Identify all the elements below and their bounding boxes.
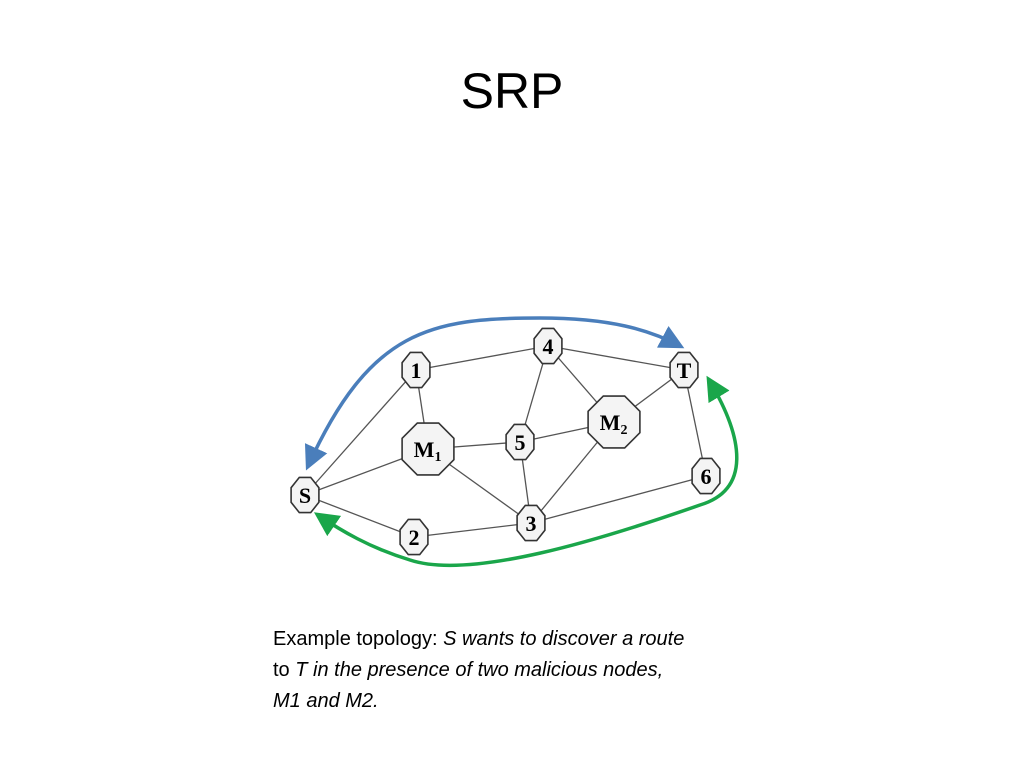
node-label-5: 5 [515, 430, 526, 455]
node-shape-5 [505, 423, 535, 461]
node-shape-3 [516, 504, 546, 542]
node-2: 2 [399, 518, 429, 556]
node-3: 3 [516, 504, 546, 542]
caption-line2: T in the presence of two malicious nodes… [295, 659, 664, 681]
caption: Example topology: S wants to discover a … [273, 624, 773, 717]
edge-4-T [547, 345, 685, 371]
caption-prefix: Example topology: [273, 628, 444, 650]
node-S: S [290, 476, 320, 514]
node-label-3: 3 [526, 511, 537, 536]
node-5: 5 [505, 423, 535, 461]
node-sub-M2: 2 [621, 423, 628, 438]
edge-3-6 [530, 475, 707, 524]
node-shape-T [669, 351, 699, 389]
node-6: 6 [691, 457, 721, 495]
node-label-6: 6 [701, 464, 712, 489]
node-sub-M1: 1 [435, 450, 442, 465]
node-shape-6 [691, 457, 721, 495]
node-label-S: S [299, 483, 311, 508]
node-shape-M1 [401, 422, 455, 476]
node-shape-S [290, 476, 320, 514]
node-label-2: 2 [409, 525, 420, 550]
caption-line2-prefix: to [273, 659, 296, 681]
caption-line3: M1 and M2. [273, 690, 379, 712]
slide-title: SRP [460, 63, 564, 119]
node-label-M2: M [600, 410, 621, 435]
node-1: 1 [401, 351, 431, 389]
node-T: T [669, 351, 699, 389]
edge-1-4 [415, 345, 549, 371]
edge-S-1 [304, 369, 417, 496]
node-label-M1: M [414, 437, 435, 462]
node-shape-M2 [587, 395, 641, 449]
node-label-T: T [677, 358, 692, 383]
edge-2-3 [413, 522, 532, 538]
node-label-4: 4 [543, 334, 554, 359]
node-shape-4 [533, 327, 563, 365]
node-4: 4 [533, 327, 563, 365]
node-label-1: 1 [411, 358, 422, 383]
node-shape-1 [401, 351, 431, 389]
route-reply-arrow [313, 375, 739, 568]
caption-line1: S wants to discover a route [443, 628, 685, 650]
node-shape-2 [399, 518, 429, 556]
